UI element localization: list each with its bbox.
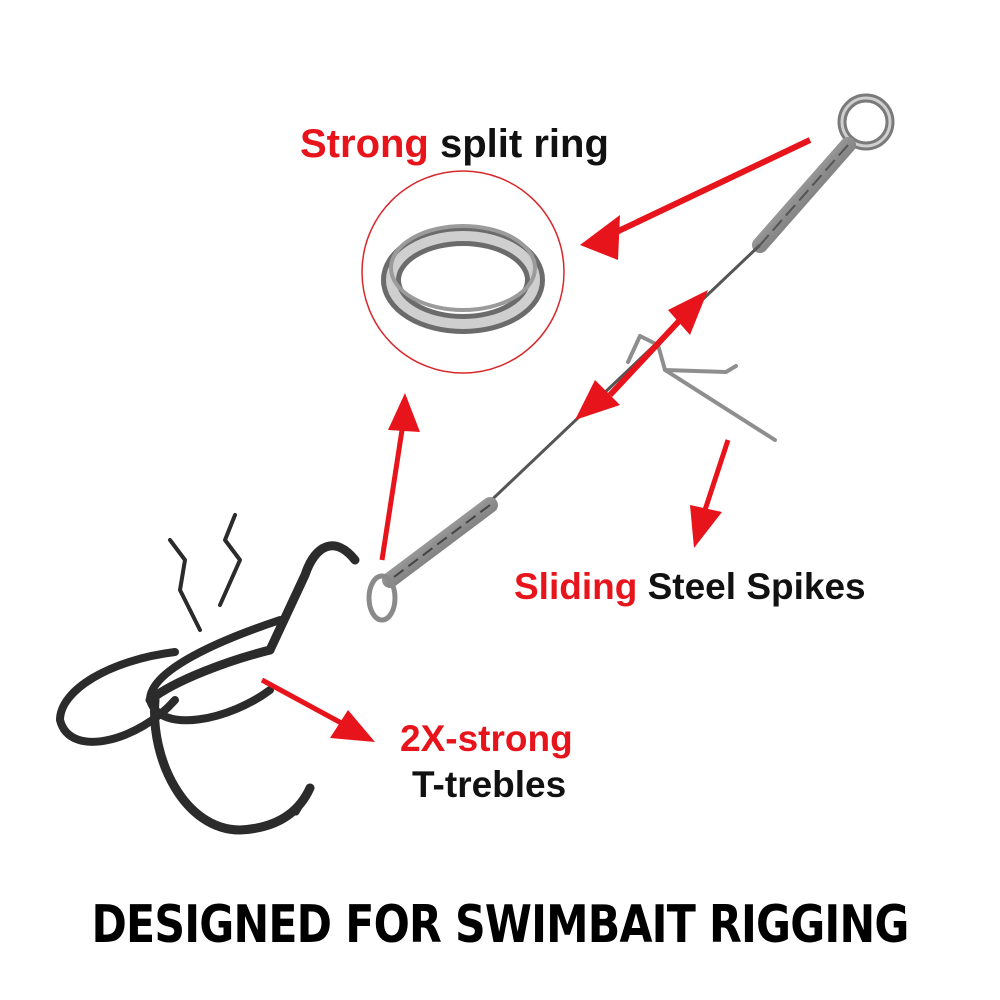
split-ring-callout xyxy=(361,170,565,374)
arrow-spike xyxy=(690,439,731,548)
spikes-label-accent: Sliding xyxy=(514,566,638,607)
split-ring-label-accent: Strong xyxy=(300,122,429,166)
steel-spike xyxy=(626,334,777,442)
trebles-label: 2X-strong T-trebles xyxy=(400,716,573,808)
banner-title: DESIGNED FOR SWIMBAIT RIGGING xyxy=(91,895,909,955)
eye-ring xyxy=(837,93,895,151)
treble-hook xyxy=(56,513,360,835)
spikes-label-rest: Steel Spikes xyxy=(647,566,866,607)
top-crimp xyxy=(752,137,856,253)
small-split-ring xyxy=(366,573,398,623)
trebles-label-rest: T-trebles xyxy=(412,764,567,805)
split-ring-label-rest: split ring xyxy=(440,122,609,166)
trebles-label-accent: 2X-strong xyxy=(400,718,573,759)
bottom-crimp xyxy=(382,497,498,588)
arrow-treble xyxy=(260,677,375,742)
arrow-slide xyxy=(575,290,708,420)
arrow-ring xyxy=(580,137,812,260)
arrow-split-ring xyxy=(379,393,420,561)
spikes-label: Sliding Steel Spikes xyxy=(514,566,866,608)
leader-wire xyxy=(458,243,762,532)
split-ring-label: Strong split ring xyxy=(300,122,609,167)
